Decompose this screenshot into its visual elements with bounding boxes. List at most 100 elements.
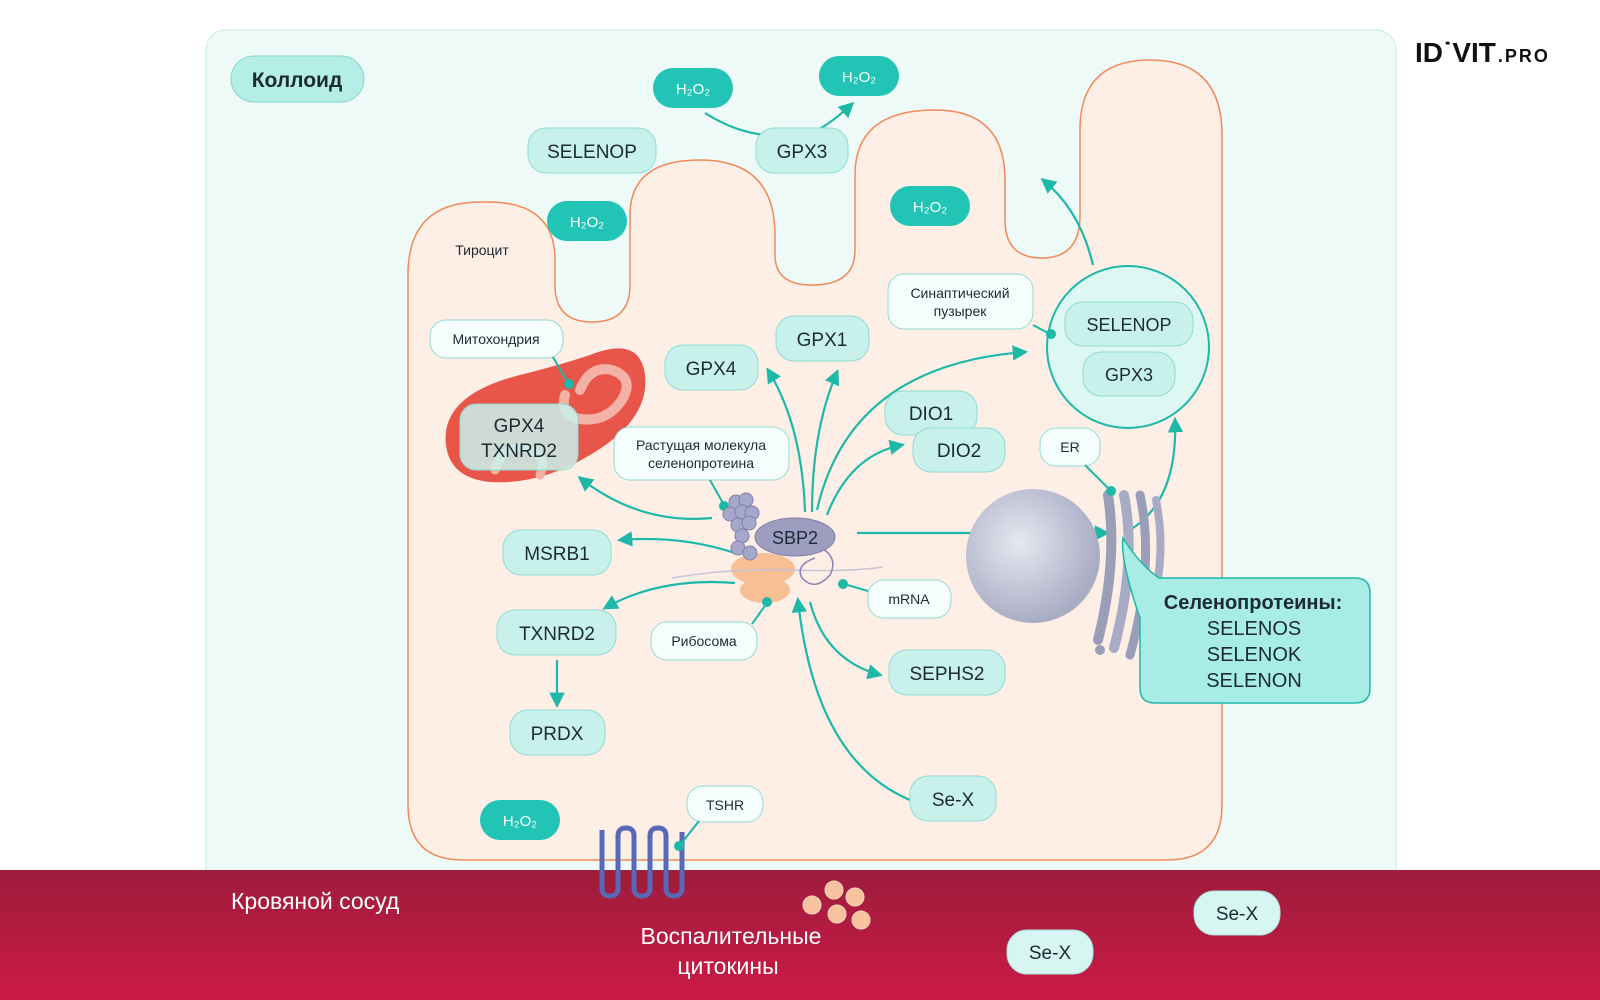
thyrocyte-label: Тироцит: [455, 242, 509, 258]
h2o2-label: H₂O₂: [842, 69, 876, 86]
arrow-sbp2-mito: [577, 476, 713, 520]
selenoproteins-callout: [1121, 535, 1371, 704]
arrow-sbp2-vesicle: [815, 345, 1029, 511]
txnrd2-box: [496, 609, 617, 656]
blood-vessel: [0, 870, 1600, 1000]
prdx-box: [509, 709, 606, 756]
txnrd2-label: TXNRD2: [519, 624, 595, 645]
mrna-callout: [867, 579, 952, 619]
logo-main: ID˙VIT: [1415, 37, 1496, 68]
sex-cell-box: [909, 775, 997, 822]
mrna-strand: [671, 566, 884, 579]
vesicle-gpx3-box: [1082, 351, 1176, 397]
mrna-loop: [799, 544, 834, 585]
gpx4-label: GPX4: [686, 359, 737, 380]
growing-connector: [709, 479, 725, 506]
sex-cell-label: Se-X: [932, 790, 975, 811]
mito-connector: [552, 356, 569, 384]
selenop-box: [527, 127, 657, 174]
sbp2-protein: [754, 517, 836, 557]
mito-gpx4-label: GPX4: [494, 416, 545, 437]
sephs2-label: SEPHS2: [910, 664, 985, 685]
mito-dot: [564, 379, 574, 389]
arrow-sbp2-gpx4: [766, 367, 807, 513]
er-callout: [1039, 427, 1101, 467]
mrna-dot: [838, 579, 848, 589]
nucleus: [966, 489, 1100, 623]
tshr-label: TSHR: [706, 797, 744, 813]
er-dot: [1106, 486, 1116, 496]
sex-blood-box: [1193, 890, 1281, 936]
vesicle-gpx3-label: GPX3: [1105, 365, 1153, 385]
ribosome-small: [740, 577, 790, 603]
selenos-label: SELENOS: [1207, 618, 1301, 640]
growing-callout: [613, 426, 790, 481]
mrna-connector: [843, 583, 869, 592]
mrna-label: mRNA: [888, 591, 930, 607]
sex-blood-label: Se-X: [1216, 904, 1259, 925]
ribosome-label: Рибосома: [671, 633, 737, 649]
gpx3-box: [755, 127, 849, 174]
logo-suffix: .PRO: [1498, 46, 1550, 66]
ribosome-connector: [751, 602, 768, 625]
arrow-vesicle-up: [1040, 178, 1095, 266]
h2o2-label: H₂O₂: [913, 199, 947, 216]
selenoproteins-title: Селенопротеины:: [1164, 592, 1342, 614]
arrow-sbp2-dio: [825, 439, 906, 516]
vesicle-selenop-label: SELENOP: [1086, 315, 1171, 335]
dio1-label: DIO1: [909, 404, 953, 425]
arrow-ribosome-txnrd2: [602, 580, 736, 610]
sbp2-label: SBP2: [772, 528, 818, 548]
h2o2-badge: [653, 68, 733, 108]
ribosome-callout: [650, 621, 758, 661]
synaptic-label-line2: пузырек: [934, 303, 988, 319]
synaptic-label-line1: Синаптический: [910, 285, 1009, 301]
gpx1-box: [775, 315, 870, 362]
vesicle-selenop-box: [1064, 301, 1194, 347]
blood-vessel-label: Кровяной сосуд: [231, 888, 400, 914]
cytokine-particles: [802, 880, 871, 930]
cytokines-label-line2: цитокины: [677, 953, 778, 979]
er-connector: [1084, 464, 1111, 491]
h2o2-badge: [480, 800, 560, 840]
mitochondria-label: Митохондрия: [452, 331, 539, 347]
arrow-sex-sbp2: [791, 596, 911, 802]
h2o2-badge: [890, 186, 970, 226]
ribosome-dot: [762, 597, 772, 607]
mito-txnrd2-label: TXNRD2: [481, 441, 557, 462]
sephs2-box: [888, 649, 1006, 696]
arrow-sbp2-msrb1: [616, 531, 736, 555]
dio2-label: DIO2: [937, 441, 981, 462]
cytokines-label-line1: Воспалительные: [641, 923, 822, 949]
growing-label-line1: Растущая молекула: [636, 437, 766, 453]
arrow-sbp2-gpx1: [810, 369, 840, 513]
h2o2-badge: [547, 201, 627, 241]
gpx1-label: GPX1: [797, 330, 848, 351]
msrb1-label: MSRB1: [524, 544, 589, 565]
synaptic-vesicle: [1046, 265, 1210, 429]
selenok-label: SELENOK: [1207, 644, 1302, 666]
logo: ID˙VIT.PRO: [1415, 37, 1550, 68]
colloid-label-box: [230, 55, 365, 103]
synaptic-dot: [1046, 329, 1056, 339]
tshr-receptor: [599, 825, 685, 899]
h2o2-label: H₂O₂: [676, 81, 710, 98]
dio2-box: [912, 427, 1006, 473]
selenon-label: SELENON: [1206, 670, 1302, 692]
arrow-h2o2-gpx3: [704, 112, 766, 137]
arrow-sbp2-sephs2: [808, 601, 883, 680]
er-label: ER: [1060, 439, 1079, 455]
h2o2-badge: [819, 56, 899, 96]
sex-blood-label: Se-X: [1029, 943, 1072, 964]
sex-blood-box: [1006, 929, 1094, 975]
h2o2-label: H₂O₂: [570, 214, 604, 231]
colloid-label: Коллоид: [252, 69, 343, 92]
msrb1-box: [502, 529, 612, 576]
tshr-dot: [674, 841, 684, 851]
gpx4-box: [664, 344, 759, 391]
h2o2-label: H₂O₂: [503, 813, 537, 830]
tshr-callout: [686, 785, 764, 823]
synaptic-callout: [887, 273, 1034, 330]
growing-label-line2: селенопротеина: [648, 455, 754, 471]
